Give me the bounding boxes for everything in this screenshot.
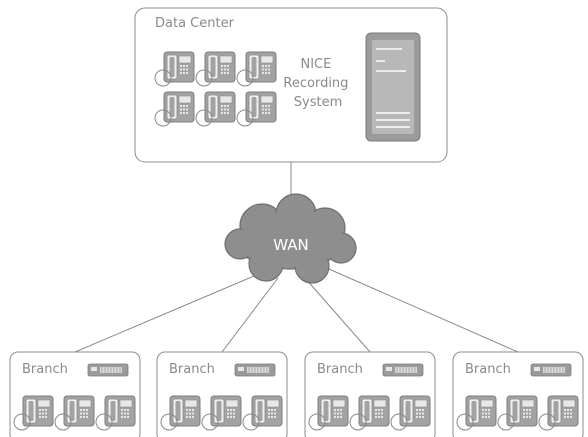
branch-label: Branch bbox=[465, 362, 511, 377]
wan-label: WAN bbox=[273, 236, 309, 254]
rack-server-icon bbox=[87, 363, 129, 377]
wan-to-branch-4-link bbox=[321, 265, 519, 353]
branch-label: Branch bbox=[317, 362, 363, 377]
branch-office: Branch bbox=[304, 351, 436, 437]
data-center-label: Data Center bbox=[155, 16, 235, 31]
connection-lines bbox=[74, 162, 519, 353]
branch-label: Branch bbox=[22, 362, 68, 377]
server-tower-icon bbox=[365, 32, 421, 142]
rack-server-icon bbox=[382, 363, 424, 377]
recording-system-label-line: System bbox=[294, 95, 342, 110]
branch-label: Branch bbox=[169, 362, 215, 377]
recording-system-label-line: NICE bbox=[301, 57, 332, 72]
branch-office: Branch bbox=[452, 351, 584, 437]
data-center: Data Center NICE Recording System bbox=[134, 7, 448, 163]
branch-office: Branch bbox=[9, 351, 141, 437]
wan-cloud: WAN bbox=[224, 193, 357, 284]
recording-system-label: NICE Recording System bbox=[283, 57, 352, 110]
recording-system-label-line: Recording bbox=[283, 76, 348, 91]
rack-server-icon bbox=[530, 363, 572, 377]
rack-server-icon bbox=[234, 363, 276, 377]
wan-to-branch-1-link bbox=[74, 269, 269, 353]
wan-to-branch-2-link bbox=[221, 277, 279, 353]
branch-office: Branch bbox=[156, 351, 288, 437]
wan-to-branch-3-link bbox=[304, 277, 371, 353]
